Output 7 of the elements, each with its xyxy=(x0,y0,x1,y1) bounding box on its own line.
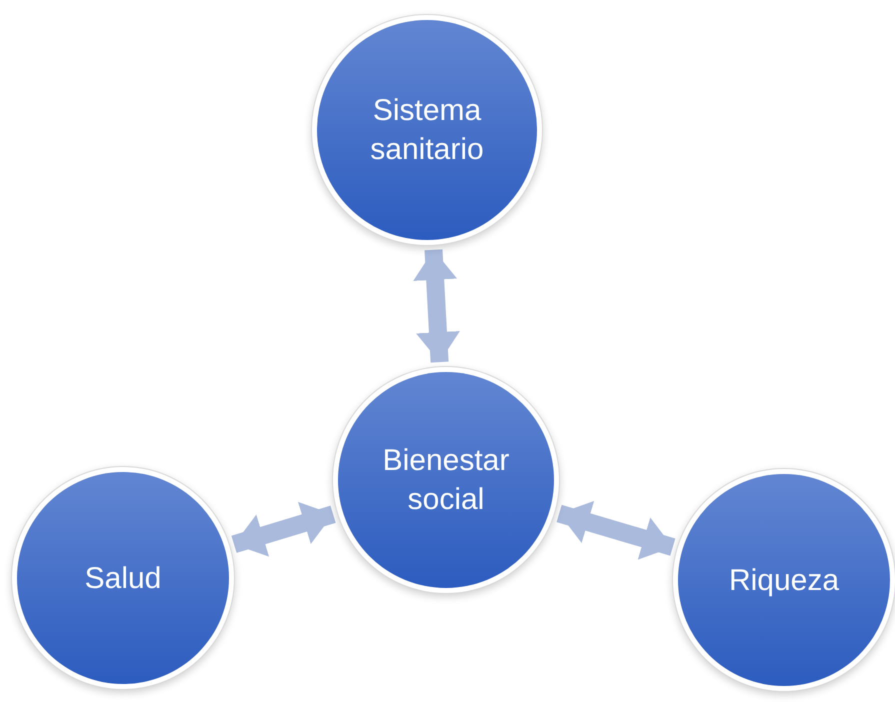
double-arrow xyxy=(556,500,676,560)
double-arrow xyxy=(413,249,460,363)
node-label: Bienestar social xyxy=(382,443,510,518)
node-label: Riqueza xyxy=(728,562,840,598)
node-label: Sistema sanitario xyxy=(369,93,485,168)
double-arrow xyxy=(231,502,336,557)
node-label: Salud xyxy=(84,560,162,596)
